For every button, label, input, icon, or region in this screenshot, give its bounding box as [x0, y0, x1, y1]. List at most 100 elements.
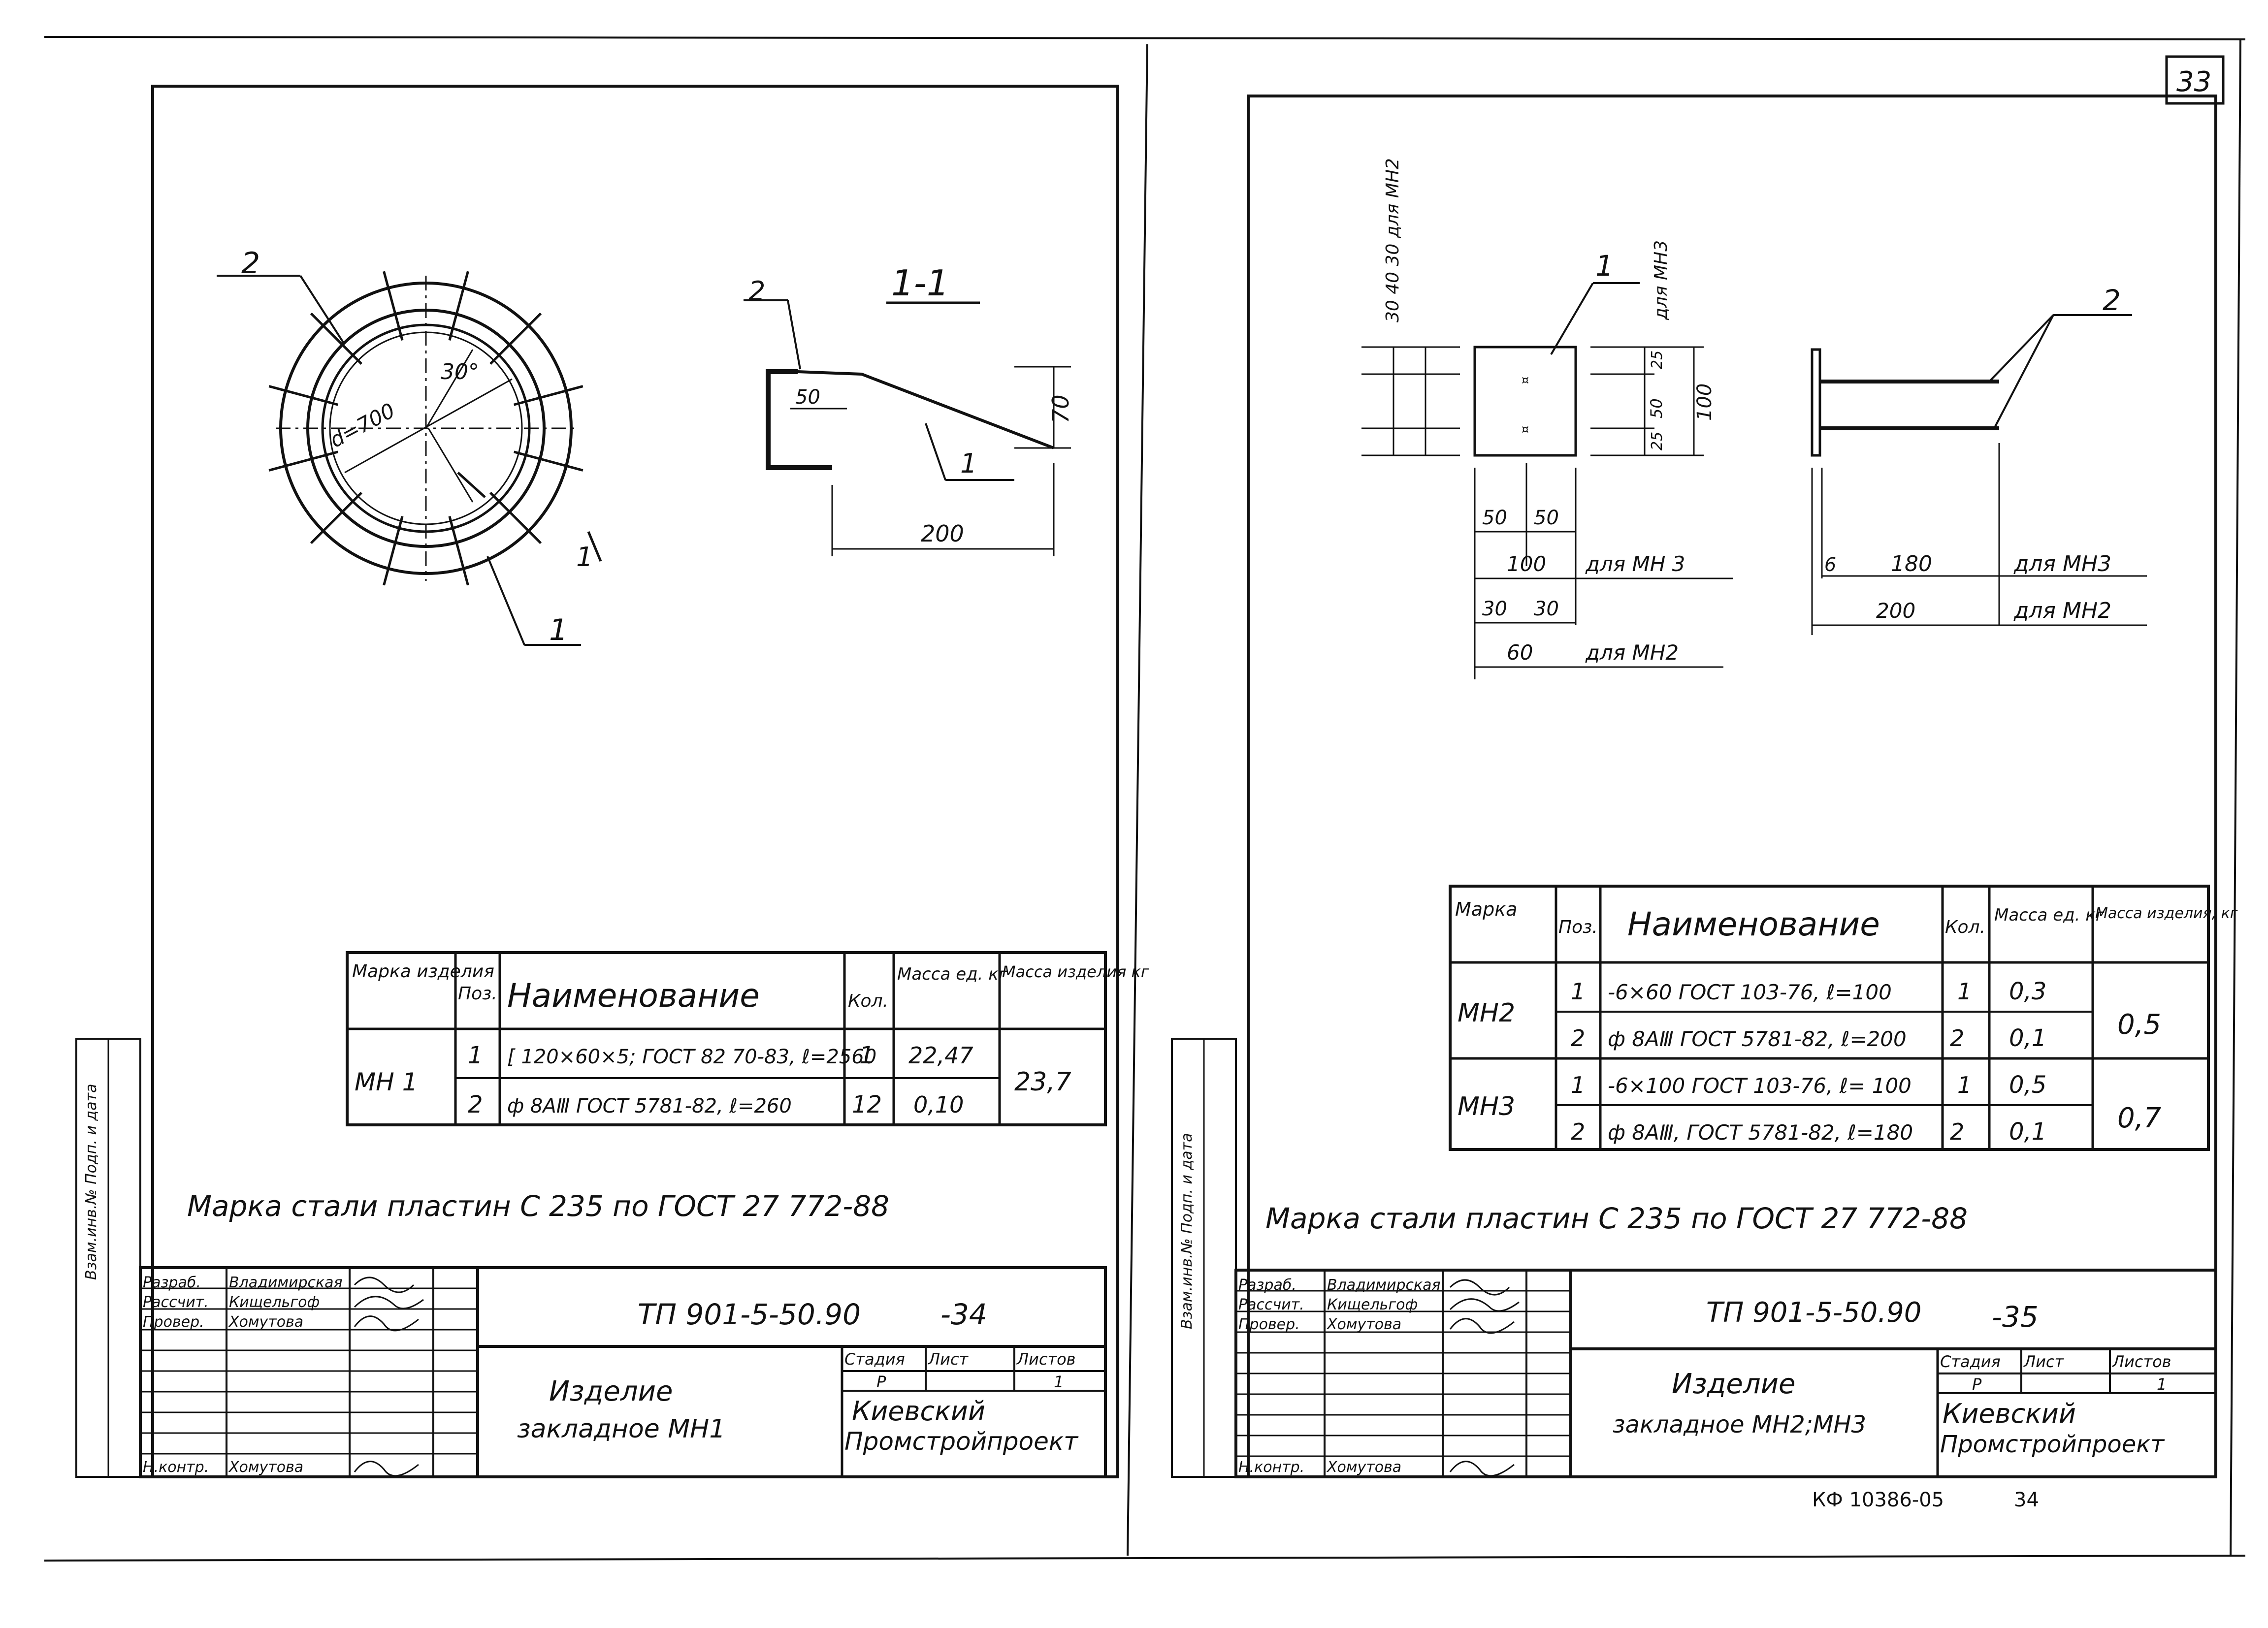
left-tb-name-0: Владимирская	[229, 1274, 343, 1291]
right-tb-name-0: Владимирская	[1327, 1277, 1441, 1294]
dim-180-for: для МН3	[2013, 551, 2111, 576]
right-tb-col-sheet: Лист	[2023, 1352, 2064, 1371]
anchor-bar	[489, 492, 542, 544]
lt-r1-mark: МН 1	[355, 1068, 418, 1096]
rt-r1-total: 0,5	[2117, 1009, 2161, 1041]
left-tb-product-2: закладное МН1	[517, 1414, 725, 1444]
dim-200-for: для МН2	[2013, 598, 2111, 623]
left-tb-signatures	[354, 1277, 424, 1477]
rt-r3-qty: 1	[1957, 1072, 1972, 1098]
lt-r2-pos: 2	[468, 1091, 483, 1118]
rt-r4-pos: 2	[1571, 1118, 1585, 1145]
lt-r1-qty: 1	[859, 1042, 875, 1069]
right-tb-code: ТП 901-5-50.90	[1706, 1297, 1921, 1329]
lt-h-pos: Поз.	[458, 984, 497, 1004]
lt-h-qty: Кол.	[848, 991, 888, 1011]
dim-50a: 50	[1482, 507, 1507, 529]
callout-1-plate: 1	[1595, 249, 1614, 283]
rt-r4-mass: 0,1	[2009, 1118, 2046, 1146]
right-tb-sheets: 1	[2157, 1375, 2167, 1394]
left-tb-col-sheet: Лист	[928, 1350, 969, 1369]
rt-h-name: Наименование	[1627, 905, 1880, 943]
lt-r1-mass: 22,47	[908, 1042, 973, 1069]
callout-2-side: 2	[2103, 284, 2121, 317]
diameter-label: d=700	[326, 398, 399, 452]
archive-page: 34	[2014, 1489, 2039, 1511]
rt-r2-pos: 2	[1571, 1025, 1585, 1052]
anchor-bar	[514, 385, 583, 406]
left-title-block	[139, 1266, 1107, 1478]
rt-r3-name: -6×100 ГОСТ 103-76, ℓ= 100	[1608, 1074, 1912, 1098]
left-tb-org: Киевский	[852, 1396, 985, 1427]
lt-h-total: Масса изделия кг	[1002, 962, 1149, 981]
left-tb-col-sheets: Листов	[1016, 1350, 1076, 1369]
right-tb-role-1: Рассчит.	[1238, 1296, 1304, 1313]
right-tb-sheet-code: -35	[1992, 1300, 2039, 1334]
rt-r4-name: ф 8АⅢ, ГОСТ 5781-82, ℓ=180	[1608, 1120, 1913, 1145]
callout-1-circle: 1	[549, 613, 568, 647]
svg-text:¤: ¤	[1522, 422, 1529, 436]
lt-r1-name: [ 120×60×5; ГОСТ 82 70-83, ℓ=2560	[507, 1046, 876, 1068]
left-tb-org-2: Промстройпроект	[844, 1427, 1079, 1456]
dim-50-section: 50	[795, 386, 820, 409]
rt-r2-qty: 2	[1950, 1025, 1964, 1052]
right-tb-product-2: закладное МН2;МН3	[1613, 1411, 1866, 1438]
dim-200: 200	[1876, 599, 1915, 623]
angle-label: 30°	[441, 359, 479, 384]
callout-1-section: 2	[748, 276, 765, 307]
dim-30a: 30	[1482, 598, 1507, 620]
rt-r3-mass: 0,5	[2009, 1071, 2046, 1099]
right-tb-role-6: Н.контр.	[1238, 1459, 1304, 1476]
left-spec-table	[346, 951, 1107, 1126]
dim-60-for: для МН2	[1585, 640, 1679, 665]
left-side-stamp-text: Взам.инв.№ Подп. и дата	[83, 1084, 100, 1280]
anchor-bar	[310, 312, 362, 365]
rt-h-pos: Поз.	[1558, 917, 1598, 937]
anchor-bar	[310, 492, 362, 544]
anchor-bar	[489, 312, 542, 365]
dim-180: 180	[1891, 551, 1932, 576]
left-tb-name-6: Хомутова	[228, 1459, 303, 1476]
archive-code: КФ 10386-05	[1812, 1489, 1944, 1511]
dim-25a: 25	[1649, 351, 1666, 369]
rt-h-qty: Кол.	[1945, 917, 1985, 937]
left-tb-product: Изделие	[549, 1375, 673, 1407]
dim-mn2-vertical: 30 40 30 для МН2	[1383, 158, 1403, 322]
lt-h-mark: Марка изделия	[352, 961, 494, 982]
dim-200-section: 200	[921, 520, 964, 547]
right-tb-role-0: Разраб.	[1238, 1277, 1296, 1294]
anchor-bar	[383, 516, 404, 586]
dim-100: 100	[1507, 552, 1546, 576]
left-tb-sheet-code: -34	[940, 1298, 987, 1331]
rt-r1-name: -6×60 ГОСТ 103-76, ℓ=100	[1608, 980, 1892, 1004]
right-tb-name-6: Хомутова	[1326, 1459, 1401, 1476]
anchor-bar	[383, 271, 404, 341]
dim-25b: 25	[1649, 432, 1666, 450]
left-steel-note: Марка стали пластин С 235 по ГОСТ 27 772…	[187, 1189, 889, 1223]
anchor-bar	[448, 271, 469, 341]
section-1-1-view	[766, 366, 1071, 556]
left-tb-name-1: Кищельгоф	[229, 1294, 320, 1311]
section-title: 1-1	[891, 262, 949, 304]
rt-r4-qty: 2	[1950, 1118, 1964, 1145]
rt-h-mark: Марка	[1455, 898, 1517, 920]
lt-h-name: Наименование	[507, 977, 760, 1015]
dim-100v: 100	[1693, 383, 1716, 421]
sheet-number-box	[2165, 55, 2225, 105]
right-tb-org-2: Промстройпроект	[1940, 1431, 2165, 1458]
plate-front-view: ¤ ¤	[1361, 346, 1733, 679]
left-tb-code: ТП 901-5-50.90	[638, 1298, 861, 1331]
dim-mn3-vertical: для МН3	[1651, 240, 1671, 320]
rt-r1-mark: МН2	[1458, 998, 1515, 1028]
section-mark-1: 1	[576, 542, 593, 573]
lt-r2-qty: 12	[852, 1091, 882, 1118]
callout-2-section: 1	[960, 448, 977, 479]
rt-r1-pos: 1	[1571, 978, 1585, 1005]
left-tb-role-2: Провер.	[143, 1313, 204, 1331]
rt-r3-mark: МН3	[1458, 1092, 1515, 1121]
rt-h-total: Масса изделия, кг	[2095, 905, 2238, 922]
right-tb-product: Изделие	[1672, 1368, 1795, 1400]
left-tb-sheets: 1	[1054, 1373, 1064, 1391]
